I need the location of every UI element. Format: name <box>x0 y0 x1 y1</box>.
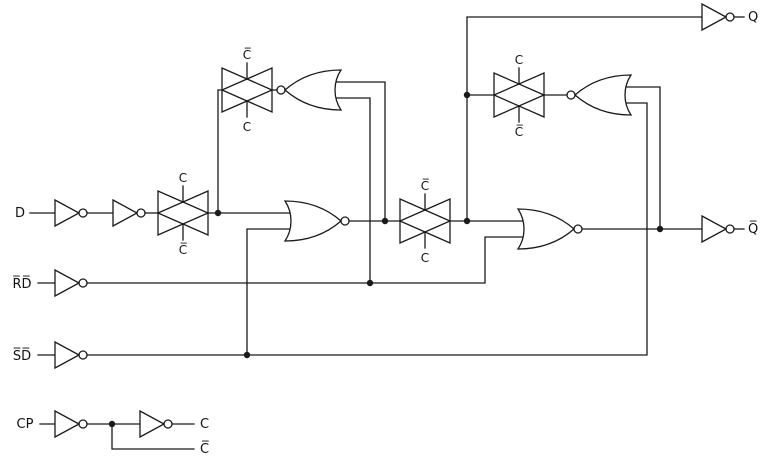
junction-dot <box>656 225 664 233</box>
inverter-rd <box>54 269 88 297</box>
inverter-cp2 <box>139 410 173 438</box>
transmission-gate-transfer <box>399 193 451 249</box>
input-label-d: D <box>15 206 25 221</box>
inverter-qbar-output <box>701 215 735 243</box>
tg-control-label: C <box>515 53 523 67</box>
transmission-gate-feedback-slave <box>493 67 545 123</box>
input-label-sd: S̅D̅ <box>13 348 31 364</box>
output-label-q: Q <box>748 10 758 25</box>
nor-gate-master <box>284 200 350 242</box>
clock-label-cbar: C̅ <box>200 441 210 457</box>
junction-dot <box>381 217 389 225</box>
wire <box>111 423 195 450</box>
wire <box>332 81 386 222</box>
nor-gate-feedback-slave <box>566 74 632 116</box>
junction-dot <box>366 279 374 287</box>
inverter-q-output <box>701 3 735 31</box>
inverter-sd <box>54 341 88 369</box>
junction-dot <box>463 91 471 99</box>
junction-dot <box>243 351 251 359</box>
inverter-d1 <box>54 199 88 227</box>
nor-gate-slave <box>517 208 583 250</box>
junctions <box>108 91 664 428</box>
tg-control-label: C̅ <box>421 178 430 193</box>
output-label-qbar: Q̅ <box>748 221 758 237</box>
wire <box>332 97 371 284</box>
wire <box>466 16 703 222</box>
tg-control-label: C <box>243 120 251 134</box>
clock-label-c: C <box>200 417 209 432</box>
inverter-cp1 <box>54 410 88 438</box>
tg-control-label: C̅ <box>243 47 252 62</box>
junction-dot <box>214 209 222 217</box>
input-label-cp: CP <box>17 417 34 432</box>
tg-control-label: C̅ <box>179 242 188 257</box>
input-label-rd: R̅D̅ <box>12 276 31 292</box>
wire <box>217 89 223 214</box>
tg-control-label: C <box>179 171 187 185</box>
junction-dot <box>463 217 471 225</box>
tg-control-label: C̅ <box>515 124 524 139</box>
nor-gate-feedback-master <box>276 69 342 111</box>
wire <box>86 236 529 284</box>
labels: D R̅D̅ S̅D̅ CP Q Q̅ C C̅ C C̅ C̅ C C̅ C … <box>12 10 758 457</box>
transmission-gate-data <box>157 185 209 241</box>
junction-dot <box>108 420 116 428</box>
tg-control-label: C <box>421 251 429 265</box>
wire <box>86 102 648 356</box>
wires <box>29 16 745 450</box>
inverter-d2 <box>112 199 146 227</box>
wire <box>246 228 296 356</box>
wire <box>622 86 661 230</box>
transmission-gate-feedback-master <box>221 62 273 118</box>
